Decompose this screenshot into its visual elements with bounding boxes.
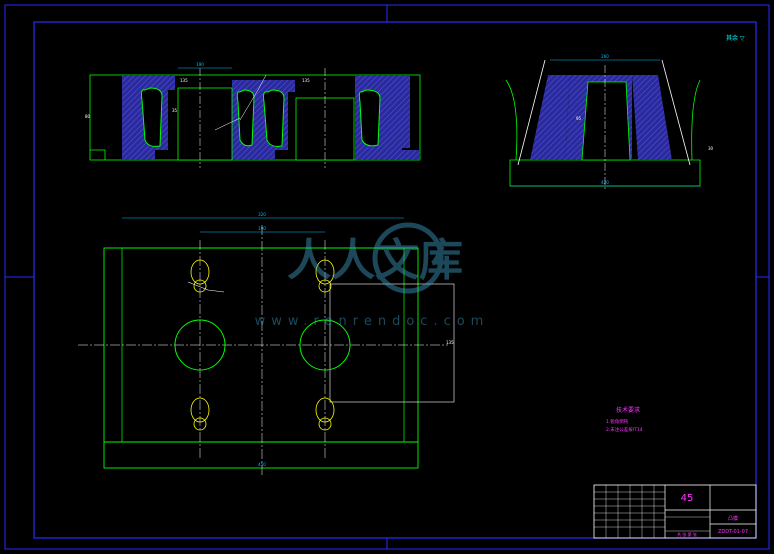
title-block: 45 凸模 ZDDT-01-07 共 张 第 张 <box>593 484 757 539</box>
notes-line-1: 1.锐角倒钝 <box>606 418 629 425</box>
watermark-url: www.renrendoc.com <box>255 314 490 329</box>
watermark: 人人文库 www.renrendoc.com <box>255 222 490 329</box>
sheet-info: 共 张 第 张 <box>677 531 697 537</box>
notes-line-2: 2.未注公差按IT14 <box>606 426 643 433</box>
plan-dim-hole-pitch: 190 <box>258 226 266 231</box>
part-name: 凸模 <box>728 515 738 522</box>
front-dim-slot-right: 135 <box>302 78 310 83</box>
front-dim-inner: 35 <box>172 108 178 113</box>
plan-dim-right: 135 <box>446 340 454 345</box>
front-dim-slot-left: 135 <box>180 78 188 83</box>
watermark-brand: 人人文库 <box>287 235 463 286</box>
notes-title: 技术要求 <box>616 406 640 414</box>
material-label: 45 <box>681 493 694 504</box>
centering-marks <box>5 5 769 549</box>
plan-view: 320 190 450 135 <box>78 212 455 475</box>
inner-border <box>33 21 757 539</box>
plan-dim-overall: 320 <box>258 212 266 217</box>
front-dim-top: 190 <box>196 62 204 67</box>
side-dim-right: 30 <box>708 146 714 151</box>
plan-dim-bottom: 450 <box>258 462 266 467</box>
side-dim-top: 260 <box>601 54 609 59</box>
front-dim-height: 80 <box>85 114 91 119</box>
watermark-logo-icon <box>372 222 444 294</box>
side-dim-height: 95 <box>576 116 582 121</box>
drawing-number: ZDDT-01-07 <box>718 529 748 535</box>
side-view: 260 420 95 30 <box>505 54 714 190</box>
front-view: 190 135 135 80 35 <box>85 62 421 168</box>
roughness-note: 其余 ▽ <box>726 34 745 42</box>
technical-notes: 技术要求 1.锐角倒钝 2.未注公差按IT14 <box>606 406 643 433</box>
